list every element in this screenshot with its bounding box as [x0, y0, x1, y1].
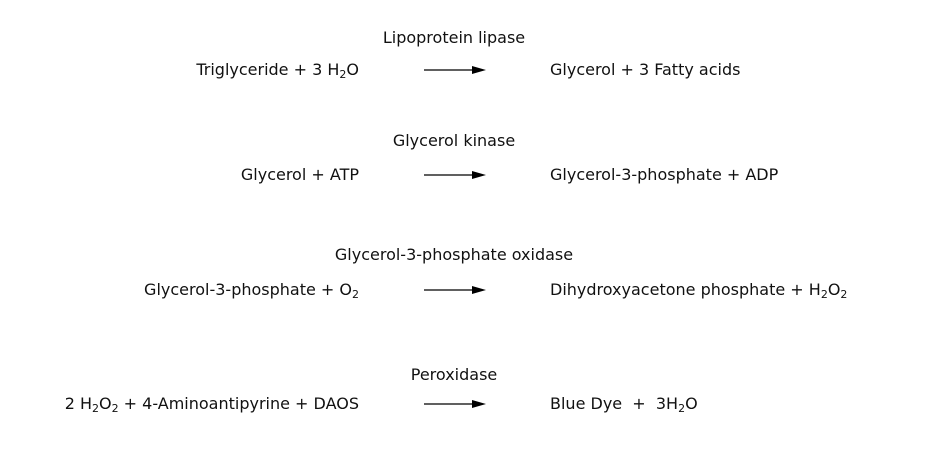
- formula-text: O: [827, 280, 841, 299]
- formula-text: Glycerol + 3 Fatty acids: [550, 60, 741, 79]
- products: Glycerol-3-phosphate + ADP: [550, 165, 778, 184]
- formula-text: 2 H: [64, 394, 92, 413]
- subscript: 2: [840, 288, 848, 301]
- formula-text: O: [98, 394, 112, 413]
- enzyme-label: Glycerol-3-phosphate oxidase: [334, 245, 574, 264]
- formula-text: O: [685, 394, 698, 413]
- formula-text: Dihydroxyacetone phosphate + H: [550, 280, 821, 299]
- reaction-arrow-icon: [424, 171, 486, 179]
- subscript: 2: [111, 402, 119, 415]
- subscript: 2: [678, 402, 686, 415]
- formula-text: Triglyceride + 3 H: [196, 60, 340, 79]
- reactants: Triglyceride + 3 H2O: [196, 60, 359, 81]
- formula-text: Glycerol-3-phosphate + ADP: [550, 165, 779, 184]
- formula-text: Glycerol-3-phosphate + O: [144, 280, 352, 299]
- enzyme-label: Lipoprotein lipase: [382, 28, 526, 47]
- subscript: 2: [352, 288, 359, 301]
- subscript: 2: [339, 68, 347, 81]
- reaction-arrow-icon: [424, 400, 486, 408]
- reactants: 2 H2O2 + 4-Aminoantipyrine + DAOS: [64, 394, 359, 415]
- reactants: Glycerol-3-phosphate + O2: [144, 280, 359, 301]
- formula-text: O: [346, 60, 359, 79]
- reactants: Glycerol + ATP: [241, 165, 359, 184]
- products: Glycerol + 3 Fatty acids: [550, 60, 740, 79]
- formula-text: + 4-Aminoantipyrine + DAOS: [118, 394, 359, 413]
- enzyme-label: Peroxidase: [410, 365, 498, 384]
- reaction-arrow-icon: [424, 66, 486, 74]
- formula-text: Blue Dye + 3H: [550, 394, 679, 413]
- subscript: 2: [91, 402, 99, 415]
- enzyme-label: Glycerol kinase: [392, 131, 516, 150]
- products: Blue Dye + 3H2O: [550, 394, 698, 415]
- products: Dihydroxyacetone phosphate + H2O2: [550, 280, 848, 301]
- reaction-arrow-icon: [424, 286, 486, 294]
- formula-text: Glycerol + ATP: [240, 165, 359, 184]
- subscript: 2: [820, 288, 828, 301]
